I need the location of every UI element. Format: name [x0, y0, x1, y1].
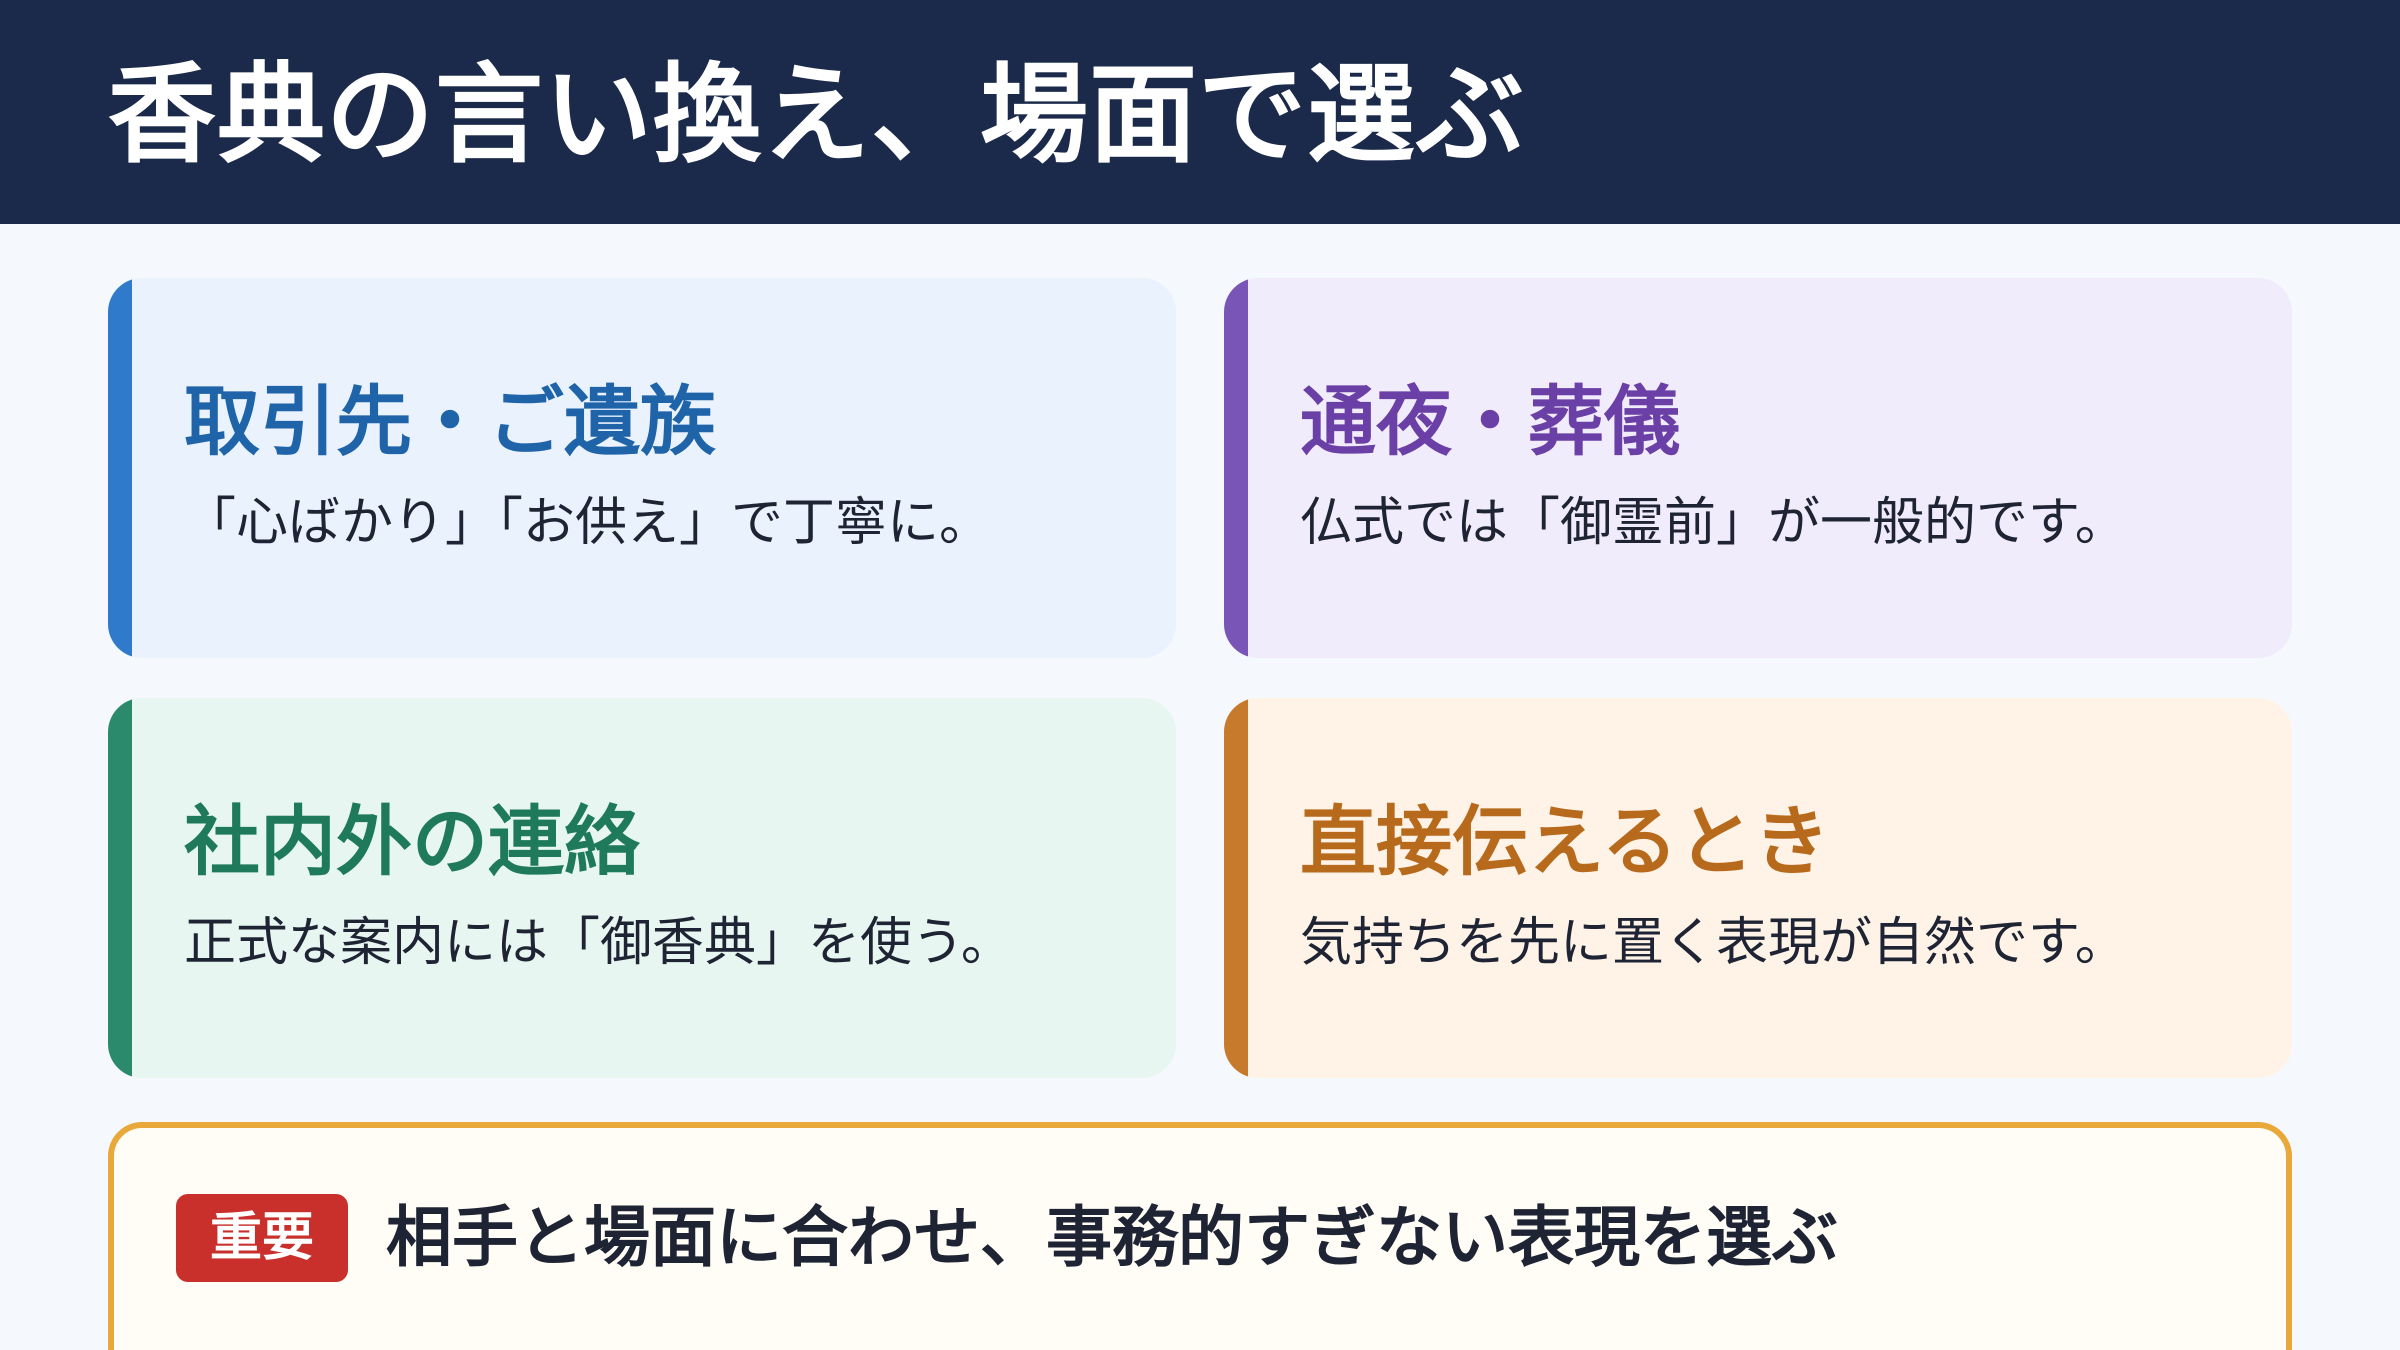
card-wake-funeral: 通夜・葬儀 仏式では「御霊前」が一般的です。: [1224, 278, 2292, 658]
header-bar: 香典の言い換え、場面で選ぶ: [0, 0, 2400, 224]
important-note-box: 重要 相手と場面に合わせ、事務的すぎない表現を選ぶ: [108, 1122, 2292, 1350]
card-business-partners: 取引先・ご遺族 「心ばかり」「お供え」で丁寧に。: [108, 278, 1176, 658]
card-internal-external-contact: 社内外の連絡 正式な案内には「御香典」を使う。: [108, 698, 1176, 1078]
card-accent-bar: [1224, 698, 1248, 1078]
important-note-text: 相手と場面に合わせ、事務的すぎない表現を選ぶ: [386, 1199, 1838, 1276]
card-accent-bar: [108, 278, 132, 658]
card-title: 直接伝えるとき: [1300, 797, 1830, 886]
card-direct-speech: 直接伝えるとき 気持ちを先に置く表現が自然です。: [1224, 698, 2292, 1078]
card-title: 取引先・ご遺族: [184, 377, 716, 466]
card-description: 気持ちを先に置く表現が自然です。: [1300, 913, 2127, 973]
card-description: 仏式では「御霊前」が一般的です。: [1300, 493, 2127, 553]
card-description: 「心ばかり」「お供え」で丁寧に。: [184, 493, 992, 553]
card-title: 通夜・葬儀: [1300, 377, 1680, 466]
card-accent-bar: [108, 698, 132, 1078]
important-badge: 重要: [176, 1194, 348, 1282]
page-title: 香典の言い換え、場面で選ぶ: [108, 53, 1526, 178]
card-accent-bar: [1224, 278, 1248, 658]
card-description: 正式な案内には「御香典」を使う。: [184, 913, 1013, 973]
card-title: 社内外の連絡: [184, 797, 640, 886]
